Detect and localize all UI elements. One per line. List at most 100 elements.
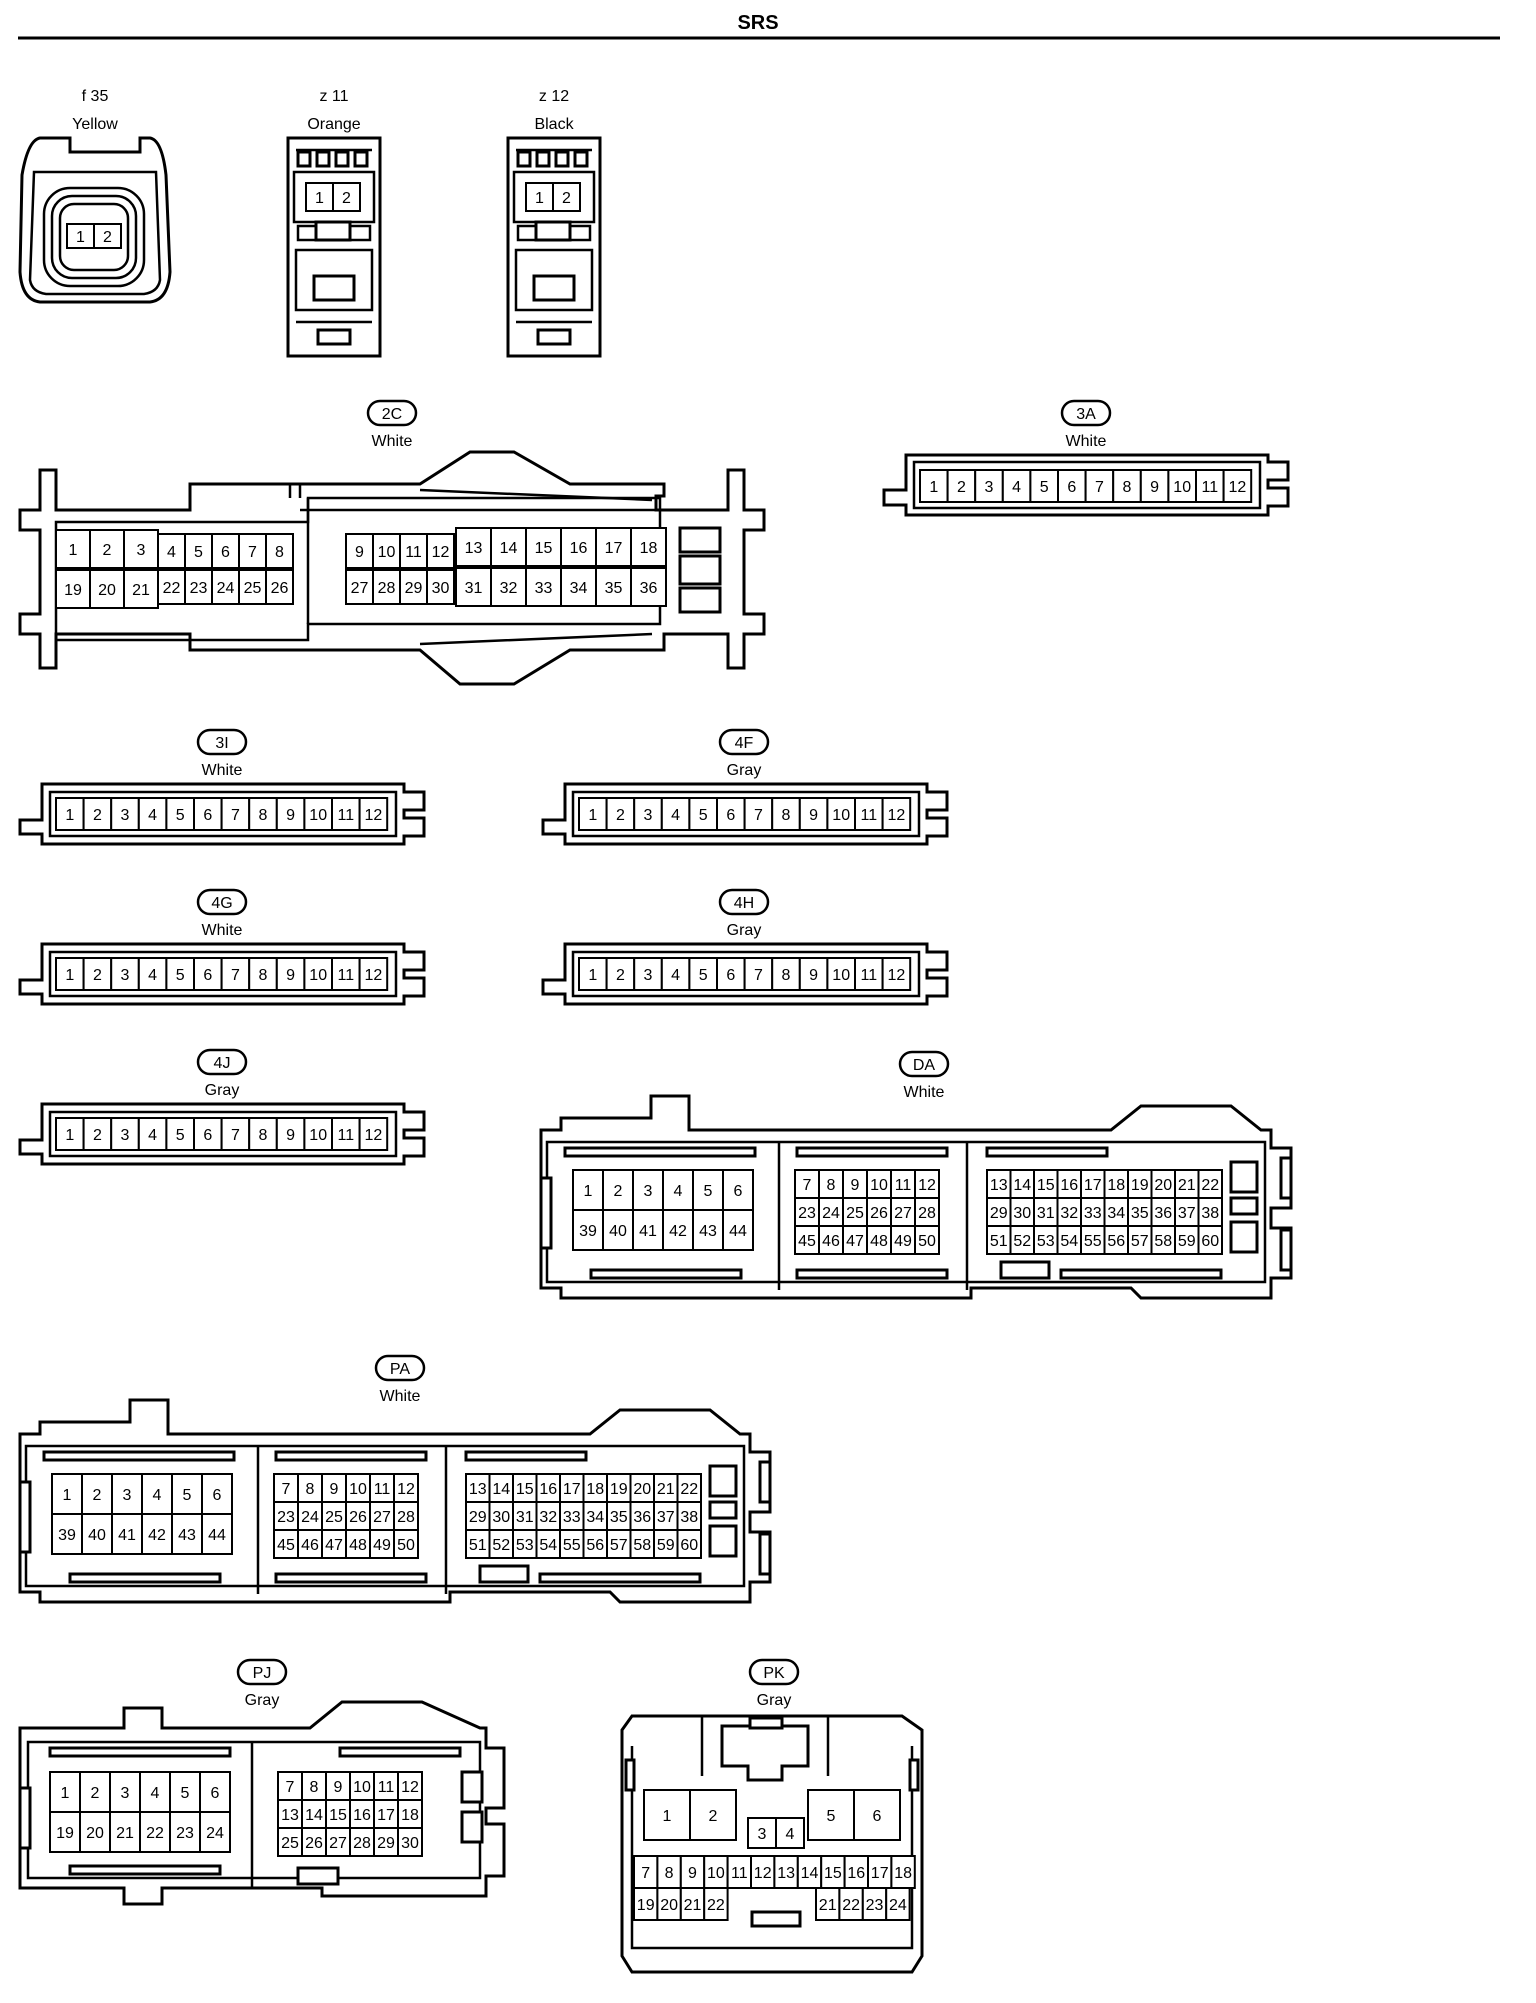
pin-cavity (826, 797, 857, 831)
pin-number: 19 (1131, 1177, 1149, 1194)
pin-number: 4 (671, 807, 680, 824)
latch-slot (274, 1450, 428, 1462)
pin-number: 15 (516, 1481, 534, 1498)
pin-cavity (358, 797, 389, 831)
pin-number: 25 (281, 1835, 299, 1852)
pin-cavity (854, 957, 884, 991)
pin-number: 3 (985, 479, 994, 496)
latch-slot (516, 150, 532, 168)
pin-number: 5 (827, 1808, 836, 1825)
pin-number: 55 (563, 1537, 581, 1554)
pin-cavity (110, 797, 140, 831)
pin-number: 3 (121, 1127, 130, 1144)
pin-cavity (688, 797, 719, 831)
latch-slot (464, 1450, 588, 1462)
pin-number: 21 (819, 1897, 837, 1914)
pin-cavity (662, 1209, 694, 1251)
pin-number: 1 (65, 1127, 74, 1144)
pin-number: 1 (315, 190, 324, 207)
connector-color: White (202, 762, 243, 779)
latch-slot (1059, 1268, 1223, 1280)
pin-number: 34 (570, 580, 588, 597)
pin-number: 12 (888, 807, 906, 824)
housing-outline (514, 248, 594, 312)
pin-number: 4 (671, 967, 680, 984)
pin-cavity (393, 1473, 419, 1503)
pin-number: 13 (281, 1807, 299, 1824)
pin-cavity (688, 957, 719, 991)
pin-number: 7 (231, 1127, 240, 1144)
pin-cavity (881, 957, 912, 991)
pin-number: 5 (699, 967, 708, 984)
pin-number: 3 (644, 967, 653, 984)
connector-code: 3A (1076, 406, 1096, 423)
pin-number: 8 (259, 967, 268, 984)
pin-cavity (248, 797, 278, 831)
pin-number: 8 (310, 1779, 319, 1796)
pin-number: 32 (500, 580, 518, 597)
latch-slot (42, 1450, 236, 1462)
pin-cavity (771, 797, 801, 831)
pin-number: 13 (469, 1481, 487, 1498)
pin-cavity (109, 1771, 141, 1813)
pin-number: 19 (610, 1481, 628, 1498)
latch-slot (589, 1268, 743, 1280)
pin-number: 22 (842, 1897, 860, 1914)
pin-number: 24 (301, 1509, 319, 1526)
housing-outline (506, 136, 602, 358)
latch-slot (678, 586, 722, 614)
pin-cavity (676, 1529, 702, 1559)
latch-slot (296, 150, 312, 168)
pin-cavity (397, 1827, 423, 1857)
pin-number: 12 (888, 967, 906, 984)
pin-cavity (373, 1771, 399, 1801)
housing-outline (48, 1110, 398, 1158)
pin-cavity (798, 797, 829, 831)
connector-code: f 35 (82, 88, 109, 105)
pin-number: 1 (588, 807, 597, 824)
pin-number: 14 (492, 1481, 510, 1498)
pin-number: 1 (63, 1487, 72, 1504)
pin-cavity (397, 1799, 423, 1829)
pin-cavity (199, 1811, 231, 1853)
connector-code: 3I (215, 735, 228, 752)
pin-number: 9 (334, 1779, 343, 1796)
pin-number: 31 (516, 1509, 534, 1526)
page-title: SRS (737, 12, 778, 34)
pin-number: 44 (208, 1527, 226, 1544)
pin-cavity (890, 1225, 916, 1255)
pin-cavity (89, 529, 125, 569)
pin-number: 2 (91, 1785, 100, 1802)
pin-number: 16 (539, 1481, 557, 1498)
pin-number: 43 (699, 1223, 717, 1240)
pin-number: 19 (56, 1825, 74, 1842)
connector-code: z 12 (539, 88, 569, 105)
pin-number: 12 (365, 807, 383, 824)
latch-slot (460, 1770, 484, 1804)
pin-number: 59 (657, 1537, 675, 1554)
pin-number: 26 (870, 1205, 888, 1222)
pin-number: 2 (616, 807, 625, 824)
pin-cavity (399, 533, 428, 569)
connector-color: Gray (205, 1082, 240, 1099)
pin-number: 25 (846, 1205, 864, 1222)
pin-number: 4 (786, 1826, 795, 1843)
pin-number: 24 (889, 1897, 907, 1914)
pin-cavity (193, 1117, 223, 1151)
pin-cavity (689, 1789, 737, 1841)
pin-number: 58 (633, 1537, 651, 1554)
seal-ring (58, 202, 130, 272)
housing-outline (419, 488, 653, 646)
pin-cavity (722, 1209, 754, 1251)
pin-number: 46 (822, 1233, 840, 1250)
pin-number: 51 (469, 1537, 487, 1554)
pin-cavity (866, 1169, 892, 1199)
connector-color: Black (534, 116, 574, 133)
pin-number: 7 (286, 1779, 295, 1796)
pin-cavity (248, 957, 278, 991)
pin-cavity (881, 797, 912, 831)
